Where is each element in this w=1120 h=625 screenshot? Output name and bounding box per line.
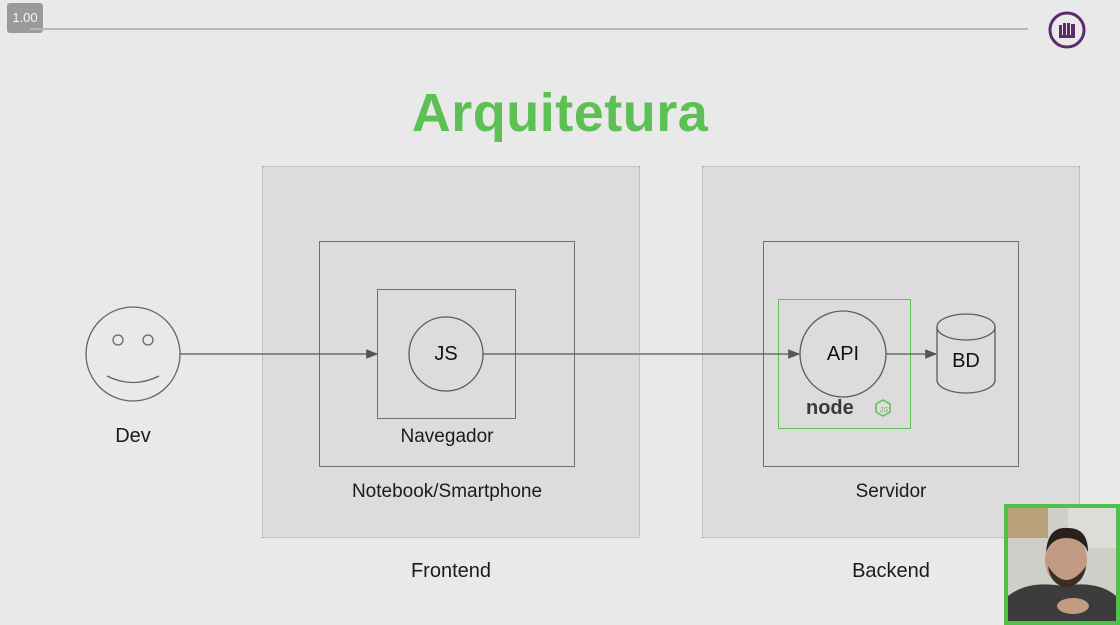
frontend-label: Frontend xyxy=(410,560,492,582)
js-label: JS xyxy=(434,343,458,365)
node-api-box xyxy=(778,299,911,429)
presenter-video-icon xyxy=(1008,508,1116,621)
slide-title: Arquitetura xyxy=(411,83,709,143)
svg-text:JS: JS xyxy=(880,407,889,414)
browser-label: Navegador xyxy=(400,426,494,447)
header-divider xyxy=(30,28,1028,30)
node-logo-text: node xyxy=(806,397,854,419)
nodejs-logo-icon: node JS xyxy=(806,397,891,419)
presenter-webcam xyxy=(1004,504,1120,625)
smiley-face-icon xyxy=(85,306,181,402)
brand-logo-icon xyxy=(1048,11,1086,49)
backend-region xyxy=(702,166,1080,538)
dev-label: Dev xyxy=(115,425,151,447)
device-label: Notebook/Smartphone xyxy=(351,481,543,502)
playback-speed-badge[interactable]: 1.00 xyxy=(7,3,43,33)
db-label: BD xyxy=(952,350,980,372)
database-cylinder-icon xyxy=(936,313,996,394)
backend-label: Backend xyxy=(852,560,930,582)
server-label: Servidor xyxy=(855,481,927,502)
api-label: API xyxy=(826,343,860,365)
frontend-region xyxy=(262,166,640,538)
